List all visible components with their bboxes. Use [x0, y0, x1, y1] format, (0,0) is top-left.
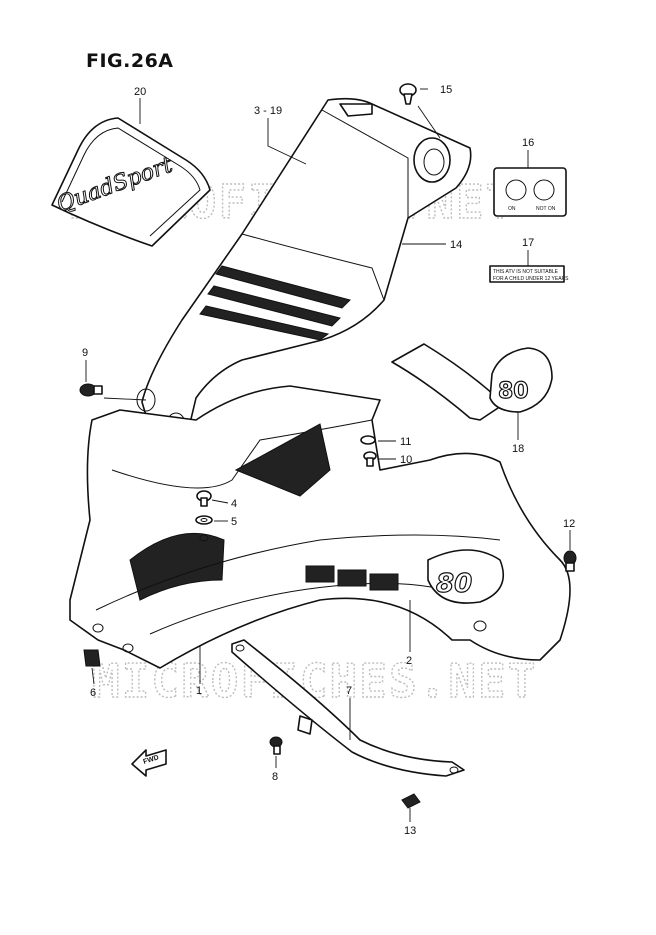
part-17-warning-label: THIS ATV IS NOT SUITABLE FOR A CHILD UND…	[489, 265, 569, 283]
part-1-front-fender: 80	[69, 385, 571, 669]
callout-15: 15	[440, 84, 452, 96]
callout-11: 11	[400, 436, 411, 448]
part-5-washer	[195, 515, 213, 525]
part-20-number-plate: QuadSport	[51, 117, 211, 247]
callout-16: 16	[522, 137, 534, 149]
number-80-decal: 80	[436, 569, 472, 599]
callout-1: 1	[196, 685, 202, 697]
part-16-sticker: ON NOT ON	[493, 167, 567, 217]
callout-4: 4	[231, 498, 237, 510]
warning-label-line2: FOR A CHILD UNDER 12 YEARS	[493, 276, 569, 282]
callout-2: 2	[406, 655, 412, 667]
part-8-bolt	[269, 736, 283, 755]
fwd-arrow-icon: FWD	[131, 749, 167, 777]
callout-18: 18	[512, 443, 524, 455]
warning-label-line1: THIS ATV IS NOT SUITABLE	[493, 269, 559, 275]
part-15-screw	[399, 83, 417, 105]
callout-9: 9	[82, 347, 88, 359]
callout-17: 17	[522, 237, 534, 249]
decal-18-number: 80	[498, 379, 529, 404]
callout-20: 20	[134, 86, 146, 98]
part-3-19-steering-cover	[136, 97, 472, 444]
callout-5: 5	[231, 516, 237, 528]
figure-title: FIG.26A	[86, 50, 174, 72]
part-12-bolt	[563, 550, 577, 572]
callout-3-19: 3 - 19	[254, 105, 282, 117]
fwd-label: FWD	[142, 754, 159, 766]
part-9-bolt	[79, 383, 103, 397]
callout-14: 14	[450, 239, 462, 251]
part-4-bolt	[196, 490, 212, 507]
callout-13: 13	[404, 825, 416, 837]
part-6-clip	[83, 649, 101, 667]
sticker-16-left-label: ON	[508, 206, 516, 212]
part-18-side-decal: 80	[391, 343, 553, 421]
part-11-washer	[360, 435, 376, 445]
part-13-nut	[401, 793, 421, 809]
callout-10: 10	[400, 454, 412, 466]
callout-8: 8	[272, 771, 278, 783]
sticker-16-right-label: NOT ON	[536, 206, 556, 212]
part-10-bolt	[363, 451, 377, 467]
callout-12: 12	[563, 518, 575, 530]
callout-labels: 20 3 - 19 15 16 17 14 9 18 11 10 4 5 12 …	[82, 84, 575, 837]
leader-lines	[85, 88, 571, 822]
callout-6: 6	[90, 687, 96, 699]
part-7-brace	[231, 639, 465, 777]
callout-7: 7	[346, 685, 352, 697]
